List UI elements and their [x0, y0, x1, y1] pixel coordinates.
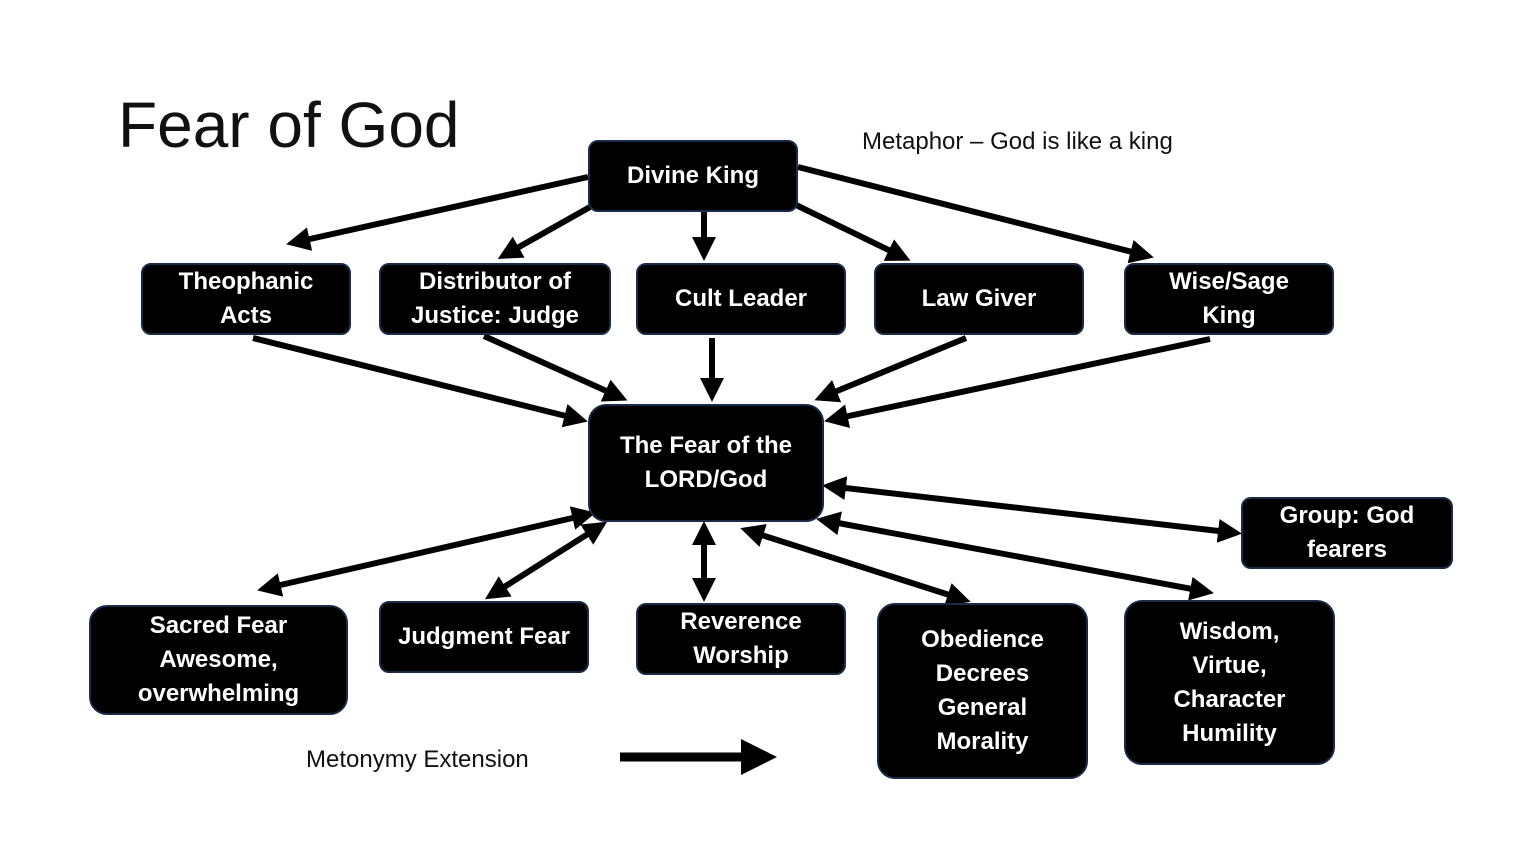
- node-reverence-worship: Reverence Worship: [636, 603, 846, 675]
- arrow-theophanic-to-fear: [252, 335, 588, 428]
- arrow-king-to-distributor: [497, 204, 592, 259]
- node-fear-of-the-lord: The Fear of the LORD/God: [588, 404, 824, 522]
- node-group-god-fearers: Group: God fearers: [1241, 497, 1453, 569]
- node-obedience: Obedience Decrees General Morality: [877, 603, 1088, 779]
- node-cult-leader: Cult Leader: [636, 263, 846, 335]
- node-wise-sage-king: Wise/Sage King: [1124, 263, 1334, 335]
- node-law-giver: Law Giver: [874, 263, 1084, 335]
- node-sacred-fear: Sacred Fear Awesome, overwhelming: [89, 605, 348, 715]
- arrow-distributor-to-fear: [482, 333, 628, 402]
- arrow-law-giver-to-fear: [814, 335, 968, 403]
- node-divine-king: Divine King: [588, 140, 798, 212]
- legend-label: Metonymy Extension: [306, 746, 529, 773]
- node-theophanic-acts: Theophanic Acts: [141, 263, 351, 335]
- arrow-king-to-law-giver: [794, 202, 911, 261]
- node-judgment-fear: Judgment Fear: [379, 601, 589, 673]
- node-wisdom: Wisdom, Virtue, Character Humility: [1124, 600, 1335, 765]
- arrow-king-to-wise-sage: [797, 164, 1154, 264]
- arrow-wise-sage-to-fear: [824, 336, 1211, 428]
- metaphor-caption: Metaphor – God is like a king: [862, 128, 1173, 155]
- page-title: Fear of God: [118, 89, 460, 161]
- arrow-fear-sacred: [257, 506, 596, 597]
- arrow-fear-group: [822, 476, 1242, 543]
- arrow-fear-judgment: [484, 521, 608, 600]
- arrow-fear-wisdom: [816, 511, 1214, 601]
- node-distributor-of-justice: Distributor of Justice: Judge: [379, 263, 611, 335]
- arrow-king-to-theophanic: [286, 174, 589, 251]
